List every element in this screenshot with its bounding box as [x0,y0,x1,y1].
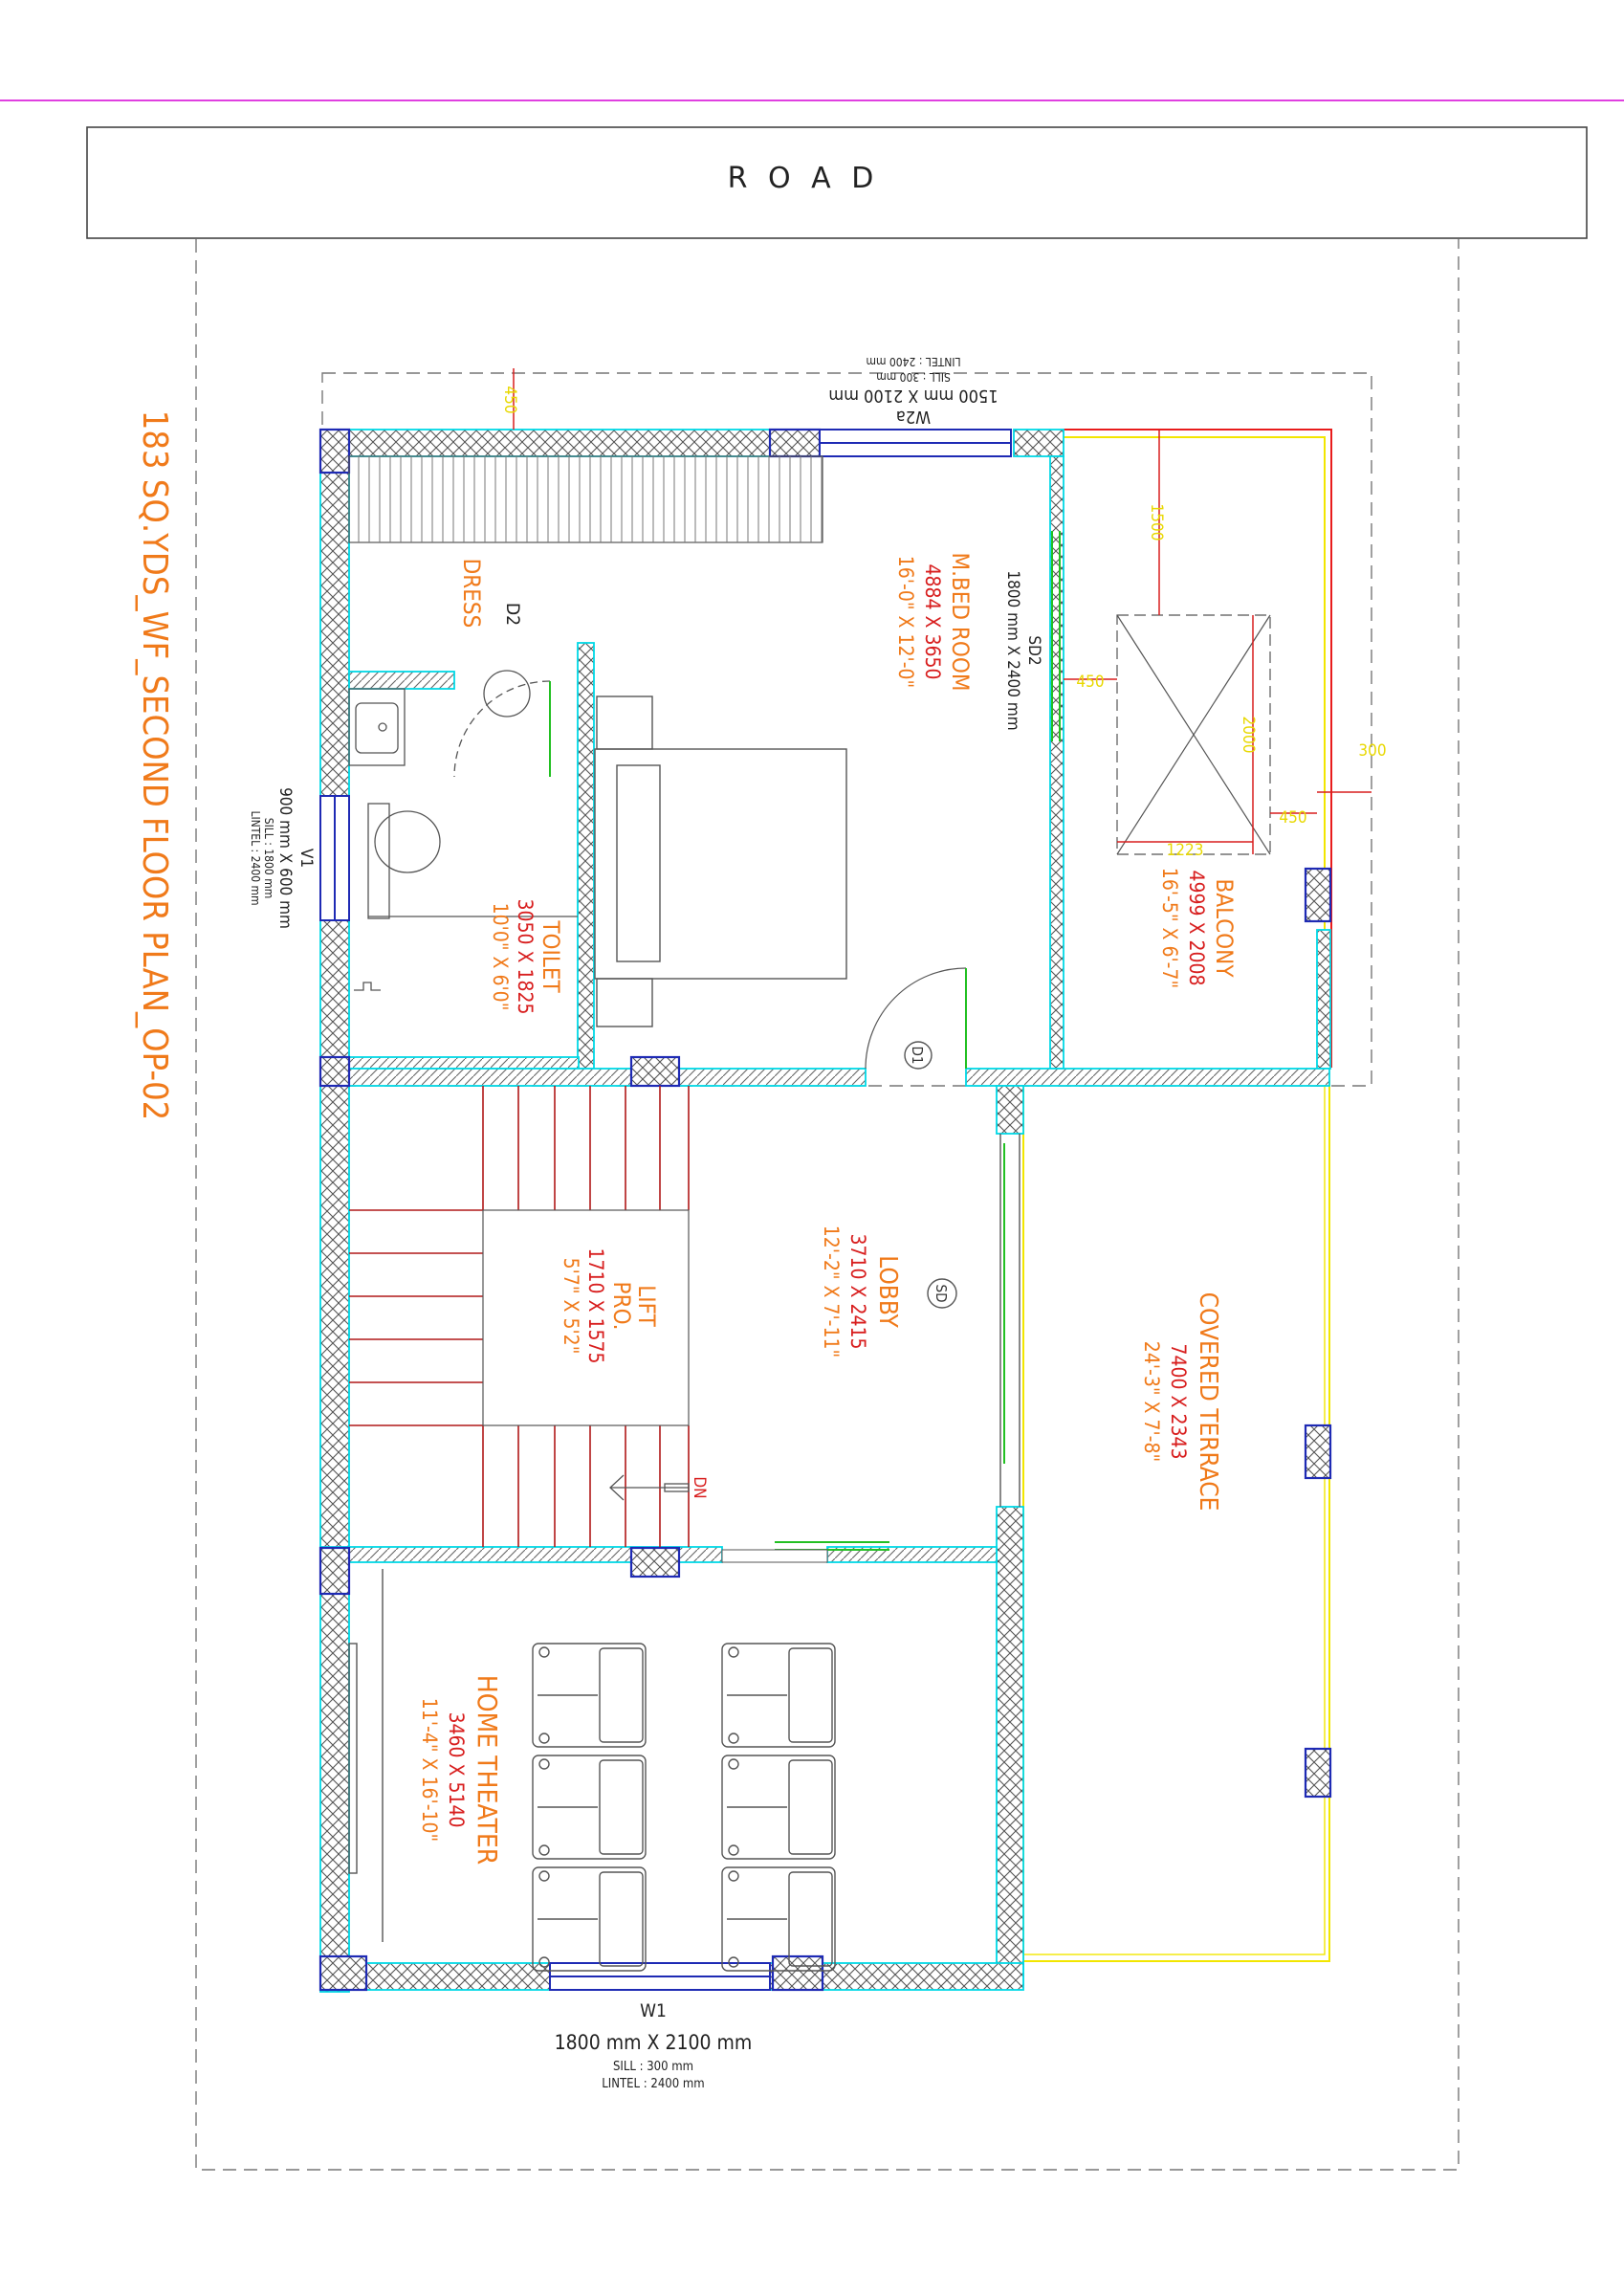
svg-text:W1: W1 [640,2000,667,2021]
svg-text:LINTEL : 2400 mm: LINTEL : 2400 mm [602,2077,704,2091]
theater-seat [721,1755,836,1860]
svg-text:4999 X 2008: 4999 X 2008 [1185,870,1208,985]
theater-screen [348,1569,384,1942]
theater-seat [721,1866,836,1972]
room-label-toilet: TOILET 3050 X 1825 10'0" X 6'0" [489,898,564,1014]
room-label-lift: LIFT PRO. 1710 X 1575 5'7" X 5'2" [560,1247,660,1363]
svg-text:LINTEL : 2400 mm: LINTEL : 2400 mm [249,810,262,905]
svg-text:HOME THEATER: HOME THEATER [472,1675,503,1866]
svg-text:5'7" X 5'2": 5'7" X 5'2" [560,1258,582,1355]
sd-tag-circle [927,1278,957,1309]
svg-text:3050 X 1825: 3050 X 1825 [514,898,537,1014]
dim-1223: 1223 [1167,841,1204,860]
svg-text:LOBBY: LOBBY [873,1255,902,1328]
svg-text:16'-5" X 6'-7": 16'-5" X 6'-7" [1158,868,1181,988]
door-d1[interactable] [865,967,967,1070]
dim-450-mid: 450 [1076,673,1104,692]
svg-text:3710 X 2415: 3710 X 2415 [846,1233,869,1349]
svg-text:BALCONY: BALCONY [1211,878,1238,978]
svg-text:SD2: SD2 [1024,635,1043,665]
dim-1500: 1500 [1147,504,1166,541]
lift-shaft [482,1209,690,1426]
svg-text:V1: V1 [296,849,316,868]
dress-wardrobe [348,455,823,543]
svg-text:COVERED TERRACE: COVERED TERRACE [1194,1292,1222,1512]
ventilator-v1[interactable] [319,795,350,921]
dim-450-top: 450 [500,386,519,413]
svg-text:24'-3" X 7'-8": 24'-3" X 7'-8" [1140,1341,1163,1462]
bed [594,695,847,1027]
svg-text:1800 mm X 2100 mm: 1800 mm X 2100 mm [555,2031,753,2054]
columns [318,428,1332,1992]
svg-text:SILL : 300 mm: SILL : 300 mm [613,2060,693,2074]
sd-tag: SD [933,1285,950,1303]
balcony-parapet-yellow [1064,436,1326,1068]
dim-300: 300 [1358,741,1386,761]
window-w2a[interactable] [819,429,1012,457]
svg-text:900 mm X 600 mm: 900 mm X 600 mm [275,787,295,929]
svg-text:W2a: W2a [896,407,931,427]
sd2-label: SD2 1800 mm X 2400 mm [1003,570,1043,730]
toilet-fixtures [348,670,578,991]
room-label-theater: HOME THEATER 3460 X 5140 11'-4" X 16'-10… [418,1675,503,1866]
w1-label: W1 1800 mm X 2100 mm SILL : 300 mm LINTE… [555,2000,753,2091]
theater-seats [532,1643,836,1972]
svg-text:3460 X 5140: 3460 X 5140 [445,1711,468,1827]
w2a-label: W2a 1500 mm X 2100 mm SILL : 300 mm LINT… [828,355,998,427]
svg-text:1500 mm X 2100 mm: 1500 mm X 2100 mm [828,386,998,406]
svg-text:LIFT: LIFT [633,1285,660,1327]
d2-label: D2 [502,603,523,626]
svg-text:1710 X 1575: 1710 X 1575 [584,1247,607,1363]
svg-text:4884 X 3650: 4884 X 3650 [921,563,944,679]
svg-text:10'0" X 6'0": 10'0" X 6'0" [489,903,512,1011]
wardrobe-lines [358,456,823,542]
terrace-outline [1022,1080,1330,1962]
svg-text:SILL : 1800 mm: SILL : 1800 mm [262,818,275,899]
theater-seat [721,1643,836,1748]
dim-450-right: 450 [1279,808,1306,828]
plot-boundary [195,239,1459,2171]
road-box [86,126,1588,239]
road-label: R O A D [728,162,880,195]
v1-label: V1 900 mm X 600 mm SILL : 1800 mm LINTEL… [249,787,316,929]
door-d1-tag-circle [904,1041,933,1070]
svg-text:11'-4" X 16'-10": 11'-4" X 16'-10" [418,1698,441,1842]
room-label-lobby: LOBBY 3710 X 2415 12'-2" X 7'-11" [820,1225,902,1358]
sliding-door-sd2[interactable] [1051,531,1061,741]
svg-text:PRO.: PRO. [608,1282,635,1331]
balcony-parapet [1064,429,1332,1068]
staircase [349,1086,690,1547]
svg-text:M.BED ROOM: M.BED ROOM [947,552,974,691]
room-label-dress: DRESS [458,559,485,629]
lobby-door-opening [721,1549,828,1563]
room-label-terrace: COVERED TERRACE 7400 X 2343 24'-3" X 7'-… [1140,1292,1222,1512]
door-d1-tag: D1 [909,1047,926,1065]
room-label-mbed: M.BED ROOM 4884 X 3650 16'-0" X 12'-0" [894,552,974,691]
theater-seat [532,1755,647,1860]
theater-seat [532,1866,647,1972]
terrace-outline-inner [1022,1080,1326,1955]
stair-arrow [609,1474,690,1501]
window-w1[interactable] [549,1962,771,1991]
svg-text:LINTEL : 2400 mm: LINTEL : 2400 mm [866,355,960,368]
svg-text:1800 mm X 2400 mm: 1800 mm X 2400 mm [1003,570,1022,730]
plan-title: 183 SQ.YDS_WF_SECOND FLOOR PLAN_OP-02 [135,410,174,1121]
room-label-balcony: BALCONY 4999 X 2008 16'-5" X 6'-7" [1158,868,1238,988]
svg-text:16'-0" X 12'-0": 16'-0" X 12'-0" [894,556,917,688]
balcony-cutout [1116,614,1271,855]
dim-2000: 2000 [1239,717,1258,754]
svg-text:SILL : 300 mm: SILL : 300 mm [876,370,951,384]
theater-seat [532,1643,647,1748]
svg-text:12'-2" X 7'-11": 12'-2" X 7'-11" [820,1225,843,1358]
svg-text:TOILET: TOILET [538,919,564,993]
svg-text:7400 X 2343: 7400 X 2343 [1167,1343,1190,1459]
dimension-lines [513,368,1372,854]
dn-label: DN [690,1476,709,1498]
